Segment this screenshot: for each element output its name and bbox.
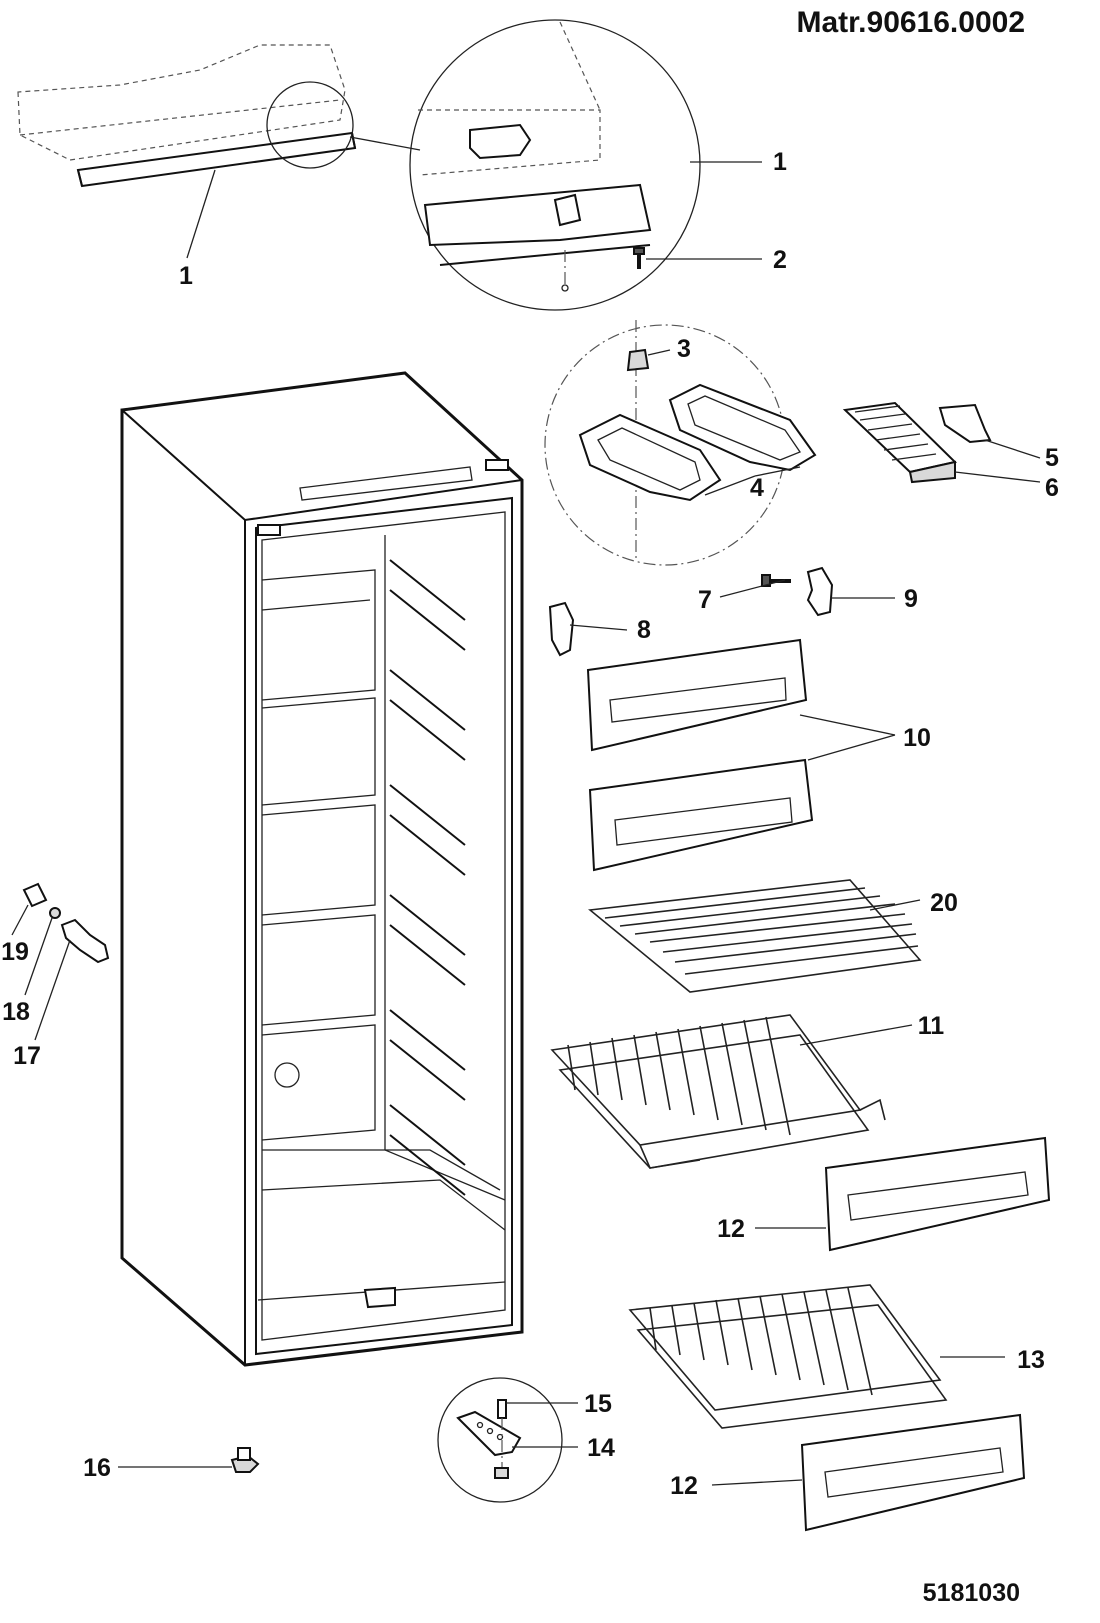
callout-1-left: 1 — [179, 262, 193, 290]
freezer-cabinet — [120, 371, 524, 1367]
callout-10: 10 — [903, 724, 931, 752]
callout-9: 9 — [904, 585, 918, 613]
callout-17: 17 — [13, 1042, 41, 1070]
adjustable-foot — [230, 1447, 260, 1473]
callout-7: 7 — [698, 586, 712, 614]
callout-16: 16 — [83, 1454, 111, 1482]
leader-lines — [11, 161, 1041, 1486]
top-trim-strip — [17, 44, 421, 188]
ice-tray-and-cover — [842, 401, 992, 484]
drawer-front-10-lower — [588, 758, 814, 872]
callout-14: 14 — [587, 1434, 615, 1462]
wire-basket-11 — [550, 1014, 886, 1169]
detail-circle-pads — [544, 320, 817, 566]
handle-hardware — [22, 882, 110, 964]
drawing-number: 5181030 — [923, 1579, 1020, 1607]
callout-6: 6 — [1045, 474, 1059, 502]
callout-8: 8 — [637, 616, 651, 644]
callout-2: 2 — [773, 246, 787, 274]
detail-circle-top-strip — [409, 19, 701, 311]
callout-12-lower: 12 — [670, 1472, 698, 1500]
drawer-front-10-upper — [586, 638, 808, 752]
callout-20: 20 — [930, 889, 958, 917]
wire-basket-13 — [628, 1284, 948, 1429]
callout-18: 18 — [2, 998, 30, 1026]
callout-11: 11 — [918, 1012, 945, 1040]
callout-19: 19 — [1, 938, 29, 966]
callout-1-right: 1 — [773, 148, 787, 176]
callout-labels: 1 1 2 3 4 5 6 7 9 8 10 20 11 12 13 15 14… — [1, 148, 1059, 1500]
callout-3: 3 — [677, 335, 691, 363]
detail-circle-bottom-hinge — [437, 1377, 563, 1503]
drawer-front-12-lower — [800, 1413, 1026, 1532]
callout-5: 5 — [1045, 444, 1059, 472]
callout-4: 4 — [750, 474, 764, 502]
material-code: Matr.90616.0002 — [796, 6, 1025, 39]
hinge-parts — [548, 566, 834, 657]
callout-13: 13 — [1017, 1346, 1045, 1374]
wire-shelf — [588, 879, 922, 993]
drawer-front-12-upper — [824, 1136, 1051, 1252]
callout-12-upper: 12 — [717, 1215, 745, 1243]
callout-15: 15 — [584, 1390, 612, 1418]
